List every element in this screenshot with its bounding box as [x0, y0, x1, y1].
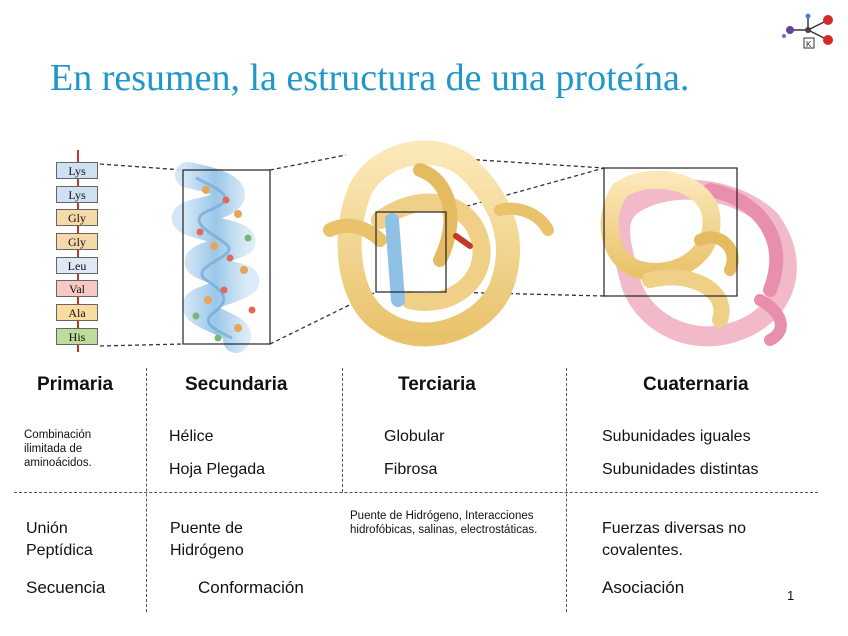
molecule-logo-icon: K — [782, 13, 833, 49]
slide-title: En resumen, la estructura de una proteín… — [50, 57, 690, 99]
cuaternaria-asociacion: Asociación — [602, 578, 685, 597]
alpha-helix-image — [172, 162, 260, 353]
logo-letter: K — [806, 40, 812, 49]
residue-box: Val — [56, 280, 98, 298]
terciaria-fibrosa: Fibrosa — [384, 461, 438, 478]
primaria-enlace: Unión Peptídica — [26, 520, 93, 559]
terciaria-enlace: Puente de Hidrógeno, Interacciones hidro… — [350, 510, 538, 536]
column-divider — [146, 368, 147, 612]
header-secundaria: Secundaria — [185, 374, 288, 395]
residue-box: Lys — [56, 162, 98, 179]
header-cuaternaria: Cuaternaria — [643, 374, 749, 395]
secundaria-enlace: Puente de Hidrógeno — [170, 520, 244, 559]
tertiary-structure-image — [323, 140, 554, 347]
residue-box: Ala — [56, 304, 98, 322]
secundaria-conformacion: Conformación — [198, 578, 304, 597]
primaria-description: Combinación ilimitada de aminoácidos. — [24, 429, 92, 469]
secundaria-hoja-plegada: Hoja Plegada — [169, 461, 266, 478]
primaria-secuencia: Secuencia — [26, 578, 106, 597]
cuaternaria-iguales: Subunidades iguales — [602, 428, 751, 445]
column-divider — [566, 368, 567, 612]
residue-box: Lys — [56, 185, 98, 203]
cuaternaria-enlace: Fuerzas diversas no covalentes. — [602, 520, 747, 559]
protein-structure-figure — [77, 140, 797, 353]
terciaria-globular: Globular — [384, 428, 445, 445]
row-divider — [14, 492, 818, 493]
cuaternaria-distintas: Subunidades distintas — [602, 461, 759, 478]
secundaria-helice: Hélice — [169, 428, 214, 445]
residue-box: Leu — [56, 256, 98, 274]
page-number: 1 — [787, 588, 795, 603]
residue-box: Gly — [56, 209, 98, 227]
residue-box: His — [56, 327, 98, 345]
residue-box: Gly — [56, 233, 98, 251]
quaternary-structure-image — [600, 170, 797, 347]
column-divider — [342, 368, 343, 492]
header-terciaria: Terciaria — [398, 374, 476, 395]
header-primaria: Primaria — [37, 374, 114, 395]
